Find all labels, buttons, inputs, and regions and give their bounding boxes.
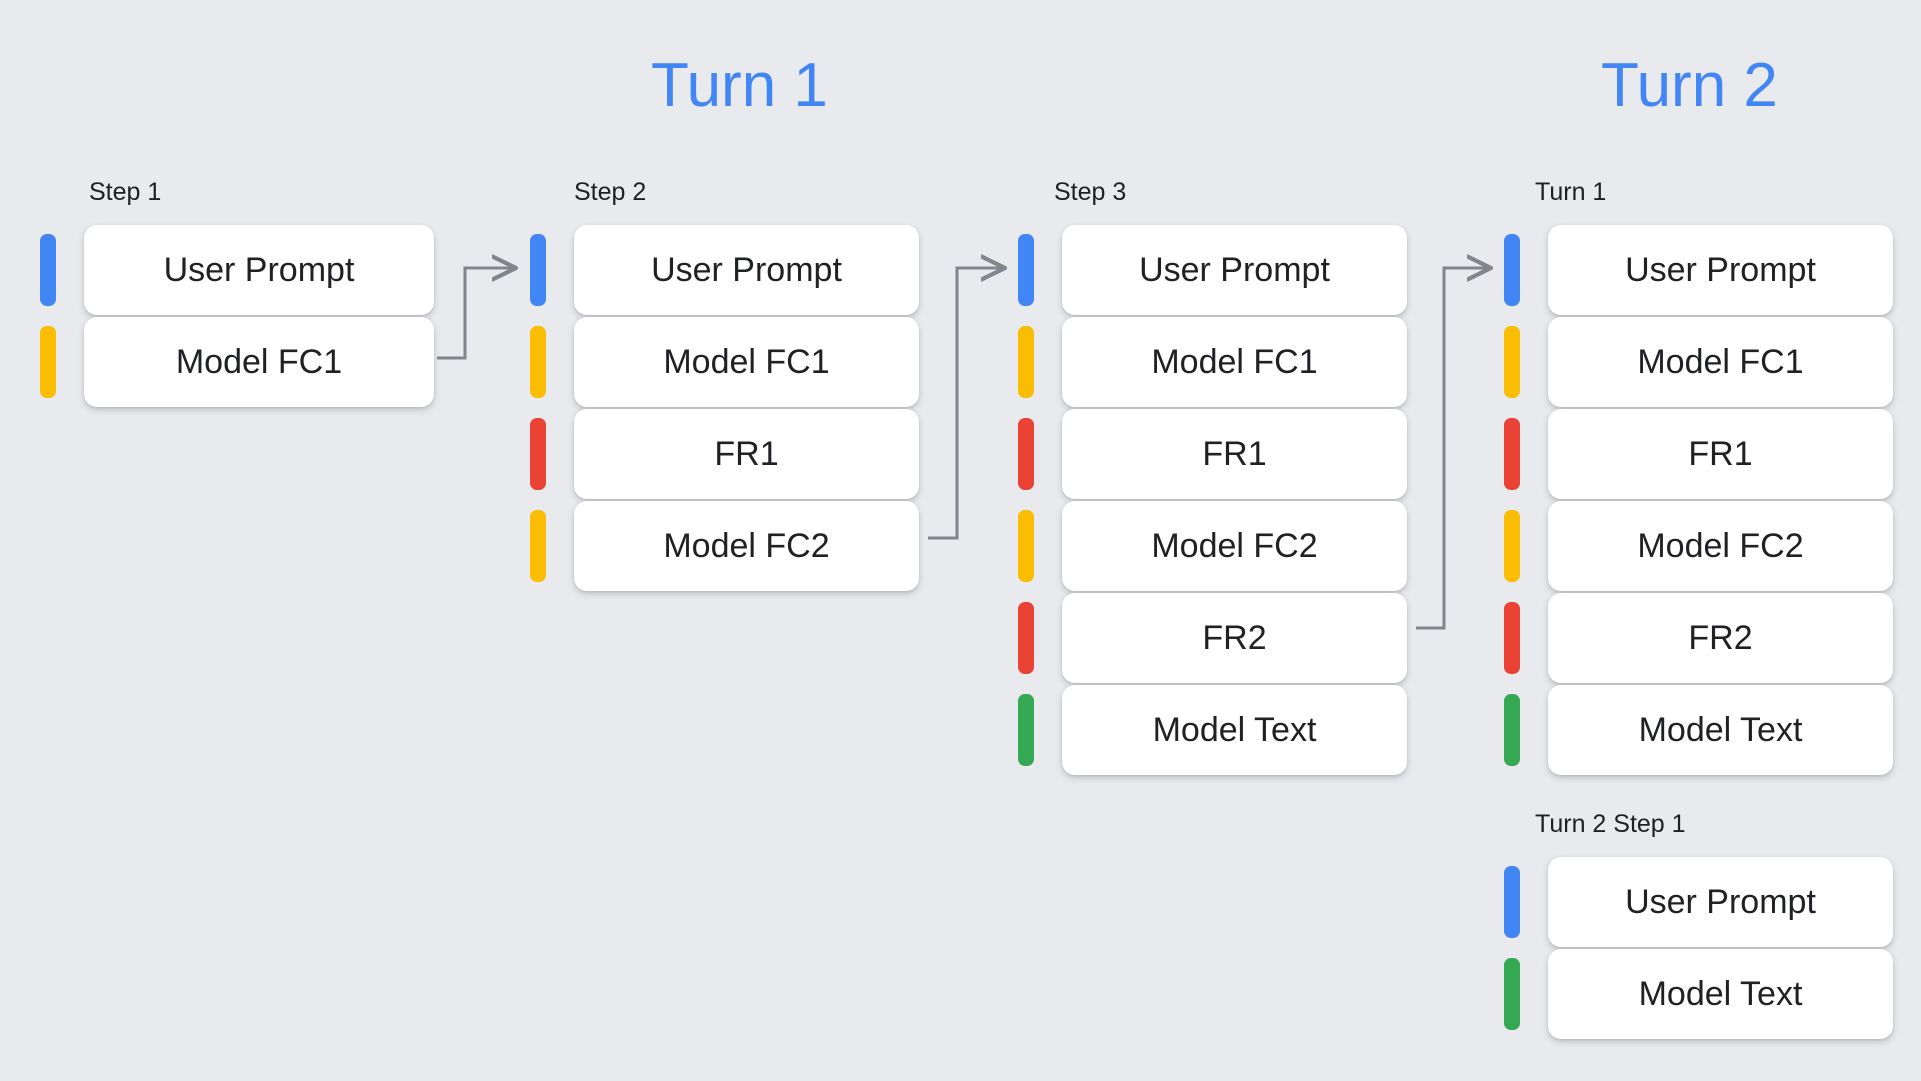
list-item[interactable]: User Prompt (1504, 225, 1893, 315)
card-label: Model Text (1152, 711, 1317, 749)
status-bar-green-icon (1504, 694, 1520, 766)
list-item[interactable]: Model FC1 (40, 317, 434, 407)
card-model-fc1[interactable]: Model FC1 (1548, 317, 1893, 407)
section-title-turn-2: Turn 2 (1601, 51, 1778, 120)
card-label: Model Text (1638, 975, 1803, 1013)
list-item[interactable]: User Prompt (40, 225, 434, 315)
list-item[interactable]: Model FC1 (530, 317, 919, 407)
status-bar-yellow-icon (40, 326, 56, 398)
card-label: FR1 (1202, 435, 1267, 473)
card-label: FR1 (714, 435, 779, 473)
list-item[interactable]: Model FC1 (1504, 317, 1893, 407)
card-user-prompt[interactable]: User Prompt (84, 225, 434, 315)
card-fr2[interactable]: FR2 (1062, 593, 1407, 683)
status-bar-yellow-icon (1018, 326, 1034, 398)
status-bar-blue-icon (1504, 866, 1520, 938)
list-item[interactable]: Model Text (1018, 685, 1407, 775)
status-bar-yellow-icon (1504, 326, 1520, 398)
card-label: Model FC2 (663, 527, 830, 565)
status-bar-blue-icon (1018, 234, 1034, 306)
card-label: Model Text (1638, 711, 1803, 749)
list-item[interactable]: User Prompt (1018, 225, 1407, 315)
connector-path-step2-step3 (928, 268, 1005, 540)
card-label: User Prompt (1625, 883, 1816, 921)
card-label: FR2 (1202, 619, 1267, 657)
status-bar-red-icon (530, 418, 546, 490)
group-label-step-3: Step 3 (1054, 178, 1127, 206)
list-item[interactable]: FR1 (530, 409, 919, 499)
card-model-fc2[interactable]: Model FC2 (1062, 501, 1407, 591)
group-label-step-1: Step 1 (89, 178, 162, 206)
list-item[interactable]: User Prompt (1504, 857, 1893, 947)
list-item[interactable]: Model Text (1504, 685, 1893, 775)
card-label: FR2 (1688, 619, 1753, 657)
card-fr1[interactable]: FR1 (1062, 409, 1407, 499)
card-model-text[interactable]: Model Text (1548, 685, 1893, 775)
list-item[interactable]: User Prompt (530, 225, 919, 315)
status-bar-yellow-icon (530, 510, 546, 582)
card-label: User Prompt (163, 251, 355, 289)
status-bar-yellow-icon (530, 326, 546, 398)
status-bar-blue-icon (40, 234, 56, 306)
status-bar-red-icon (1018, 418, 1034, 490)
group-label-turn-2-turn-1: Turn 1 (1535, 178, 1607, 206)
card-model-fc1[interactable]: Model FC1 (1062, 317, 1407, 407)
status-bar-yellow-icon (1018, 510, 1034, 582)
list-item[interactable]: Model FC2 (1504, 501, 1893, 591)
list-item[interactable]: FR2 (1018, 593, 1407, 683)
card-user-prompt[interactable]: User Prompt (1062, 225, 1407, 315)
card-label: User Prompt (651, 251, 842, 289)
status-bar-green-icon (1018, 694, 1034, 766)
status-bar-yellow-icon (1504, 510, 1520, 582)
card-model-fc1[interactable]: Model FC1 (574, 317, 919, 407)
card-label: Model FC2 (1637, 527, 1804, 565)
card-user-prompt[interactable]: User Prompt (1548, 857, 1893, 947)
card-model-text[interactable]: Model Text (1548, 949, 1893, 1039)
card-label: Model FC1 (1151, 343, 1318, 381)
card-label: User Prompt (1625, 251, 1816, 289)
list-item[interactable]: FR1 (1504, 409, 1893, 499)
card-user-prompt[interactable]: User Prompt (1548, 225, 1893, 315)
list-item[interactable]: Model FC2 (1018, 501, 1407, 591)
card-label: FR1 (1688, 435, 1753, 473)
card-model-text[interactable]: Model Text (1062, 685, 1407, 775)
status-bar-red-icon (1018, 602, 1034, 674)
card-user-prompt[interactable]: User Prompt (574, 225, 919, 315)
connector-path-step1-step2 (437, 268, 516, 360)
card-model-fc1[interactable]: Model FC1 (84, 317, 434, 407)
card-label: Model FC1 (1637, 343, 1804, 381)
group-label-step-2: Step 2 (574, 178, 647, 206)
card-fr2[interactable]: FR2 (1548, 593, 1893, 683)
status-bar-green-icon (1504, 958, 1520, 1030)
list-item[interactable]: Model FC2 (530, 501, 919, 591)
status-bar-blue-icon (1504, 234, 1520, 306)
status-bar-blue-icon (530, 234, 546, 306)
card-label: Model FC1 (175, 343, 343, 381)
status-bar-red-icon (1504, 418, 1520, 490)
list-item[interactable]: Model FC1 (1018, 317, 1407, 407)
card-fr1[interactable]: FR1 (1548, 409, 1893, 499)
list-item[interactable]: FR1 (1018, 409, 1407, 499)
card-fr1[interactable]: FR1 (574, 409, 919, 499)
card-model-fc2[interactable]: Model FC2 (574, 501, 919, 591)
section-title-turn-1: Turn 1 (651, 51, 828, 120)
connector-path-step3-turn2 (1416, 268, 1491, 630)
status-bar-red-icon (1504, 602, 1520, 674)
list-item[interactable]: Model Text (1504, 949, 1893, 1039)
card-label: Model FC2 (1151, 527, 1318, 565)
card-label: User Prompt (1139, 251, 1330, 289)
card-label: Model FC1 (663, 343, 830, 381)
card-model-fc2[interactable]: Model FC2 (1548, 501, 1893, 591)
list-item[interactable]: FR2 (1504, 593, 1893, 683)
group-label-turn-2-step-1: Turn 2 Step 1 (1535, 810, 1686, 838)
